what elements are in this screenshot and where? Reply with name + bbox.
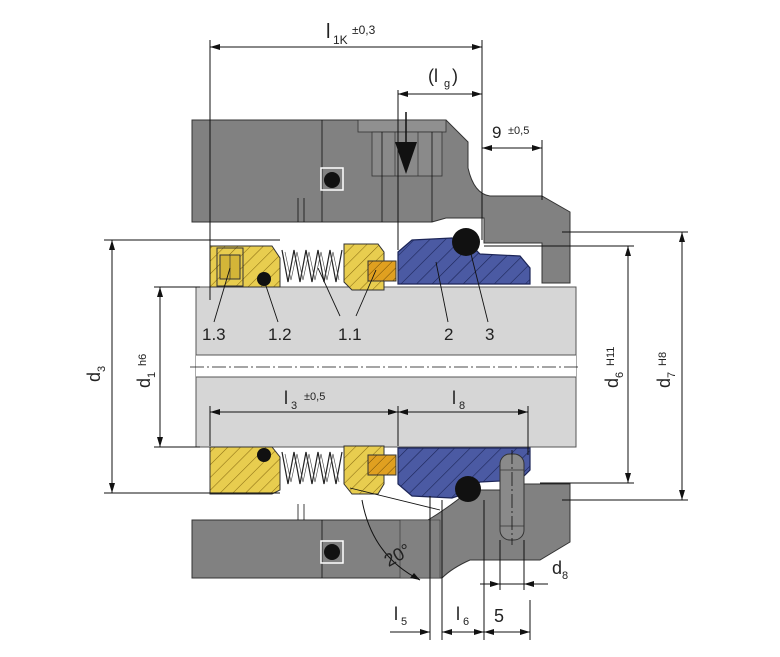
part-label-1-3: 1.3 [202,325,226,344]
dim-l1k-tol: ±0,3 [352,23,376,37]
dim-d7-sub: 7 [666,372,678,378]
dim-l5: l [394,604,398,624]
dim-d6-sub: 6 [614,372,626,378]
dim-l6-sub: 6 [463,616,469,628]
dim-d3-sub: 3 [96,366,108,372]
dim-lg: (l [428,66,438,86]
part-label-1-2: 1.2 [268,325,292,344]
dim-l3-sub: 3 [291,400,297,412]
dim-d8-sub: 8 [562,570,568,582]
dim-d7: d [654,378,674,388]
dim-nine: 9 [492,123,501,142]
dim-l6: l [456,604,460,624]
dim-d3: d [84,372,104,382]
dim-d1-sub: 1 [146,372,158,378]
dim-l1k: l [326,21,330,43]
dim-l5-sub: 5 [401,616,407,628]
dim-lg-close: ) [452,66,458,86]
arrowheads [109,44,685,635]
dim-l8: l [452,388,456,408]
part-label-1-1: 1.1 [338,325,362,344]
dim-l8-sub: 8 [459,400,465,412]
angle-20deg [349,487,441,581]
dim-d6: d [602,378,622,388]
dim-l3: l [284,388,288,408]
dim-d7-tol: H8 [657,352,669,366]
dim-d8: d [552,558,562,578]
part-label-2: 2 [444,325,453,344]
dim-d1-tol: h6 [137,354,149,366]
flow-arrow [395,112,417,174]
dim-d1: d [134,378,154,388]
leader-lines [213,249,489,323]
dim-lg-sub: g [444,78,450,90]
housing-oring-upper [324,172,340,188]
dim-l1k-sub: 1K [333,33,348,47]
dim-d6-tol: H11 [605,347,617,366]
housing-upper [191,119,571,284]
lower-seal [209,445,531,545]
dim-nine-tol: ±0,5 [508,125,529,137]
part-label-3: 3 [485,325,494,344]
housing-oring-lower [324,544,340,560]
dim-five: 5 [494,606,504,626]
dim-l3-tol: ±0,5 [304,391,325,403]
